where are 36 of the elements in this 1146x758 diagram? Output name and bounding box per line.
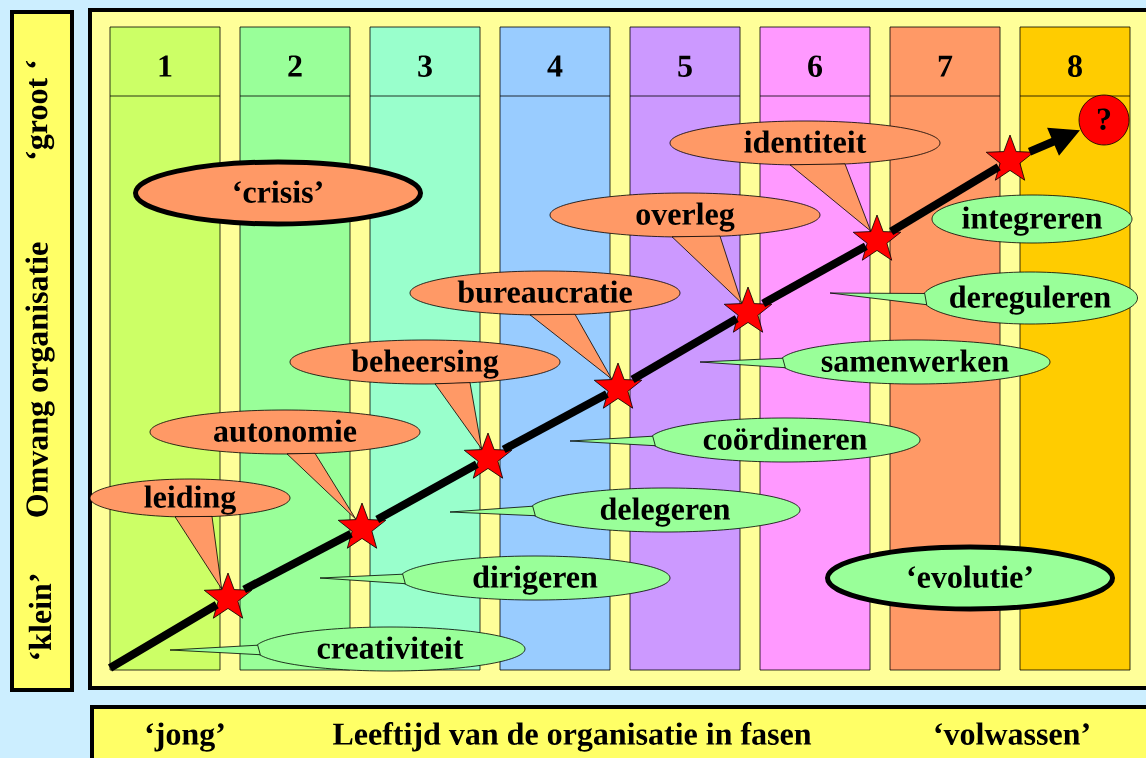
speech-bubble: dereguleren [922, 271, 1138, 325]
callout-tail [174, 516, 223, 590]
star [852, 214, 902, 261]
star [723, 286, 773, 333]
line-segment [761, 242, 868, 308]
callout-tail [789, 163, 872, 232]
oval-label: ‘crisis’ [133, 159, 423, 227]
oval-label: ‘evolutie’ [825, 544, 1115, 612]
callout-tail [699, 357, 786, 369]
line-segment [630, 315, 739, 383]
speech-bubble: coördineren [649, 417, 921, 463]
callout-tail [319, 573, 406, 585]
star [593, 362, 643, 409]
callout-tail [449, 505, 536, 517]
line-segment [889, 163, 1001, 235]
line-segment [375, 460, 479, 524]
line-segment [107, 601, 219, 672]
line-segment [242, 530, 353, 594]
callout-tail [829, 292, 928, 306]
axis-label-bar: ‘klein’ Omvang organisatie ‘groot ‘ [10, 10, 74, 692]
callout-tail [169, 644, 261, 656]
callout-tail [286, 452, 357, 520]
oval-label: integreren [931, 194, 1133, 244]
line-segment [501, 390, 609, 454]
callout-tail [671, 235, 743, 304]
axis-label-bar: ‘jong’ Leeftijd van de organisatie in fasen ‘volwassen’ [90, 705, 1146, 758]
callout-tail [434, 382, 483, 450]
speech-bubble: delegeren [529, 487, 801, 533]
callout-tail [529, 313, 613, 380]
star [203, 572, 253, 619]
speech-bubble: samenwerken [779, 339, 1051, 385]
speech-bubble: dirigeren [399, 555, 671, 601]
star [463, 432, 513, 479]
star [337, 502, 387, 549]
callout-tail [569, 435, 656, 447]
speech-bubble: creativiteit [254, 626, 526, 672]
